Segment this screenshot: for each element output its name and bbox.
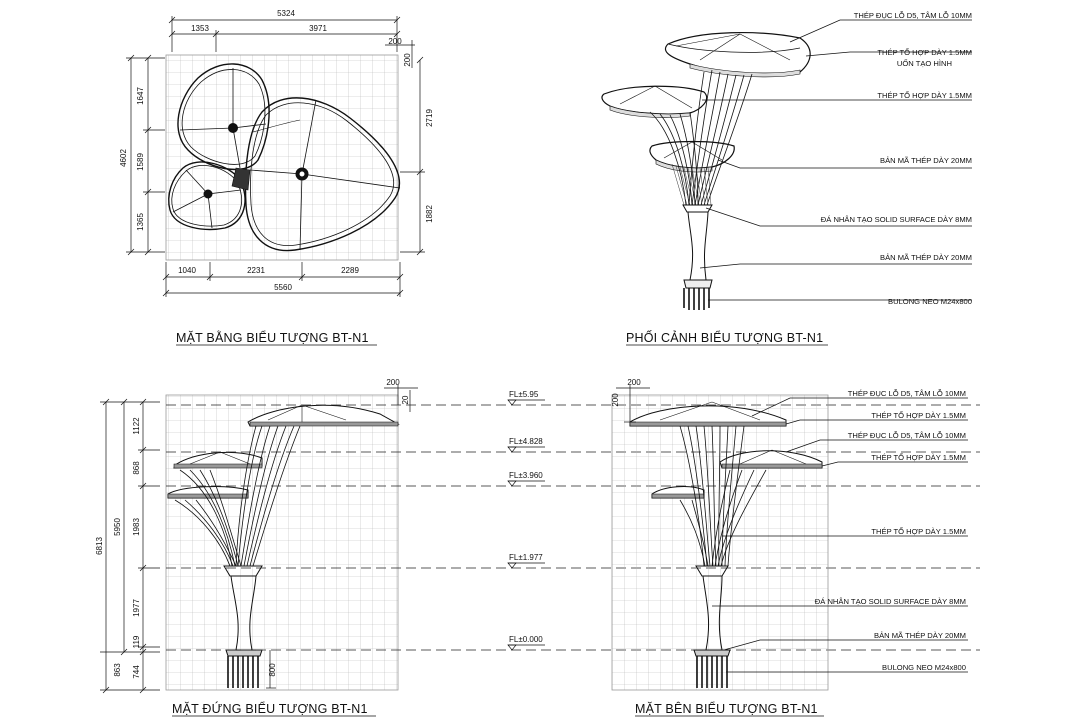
perspective-note-4: THÉP TỔ HỢP DÀY 1.5MM [877,91,972,100]
plan-view: 5324 1353 3971 200 200 4602 1647 1589 13… [119,9,434,346]
front-dim-d5: 119 [132,635,141,648]
perspective-note-5: BẢN MÃ THÉP DÀY 20MM [880,156,972,165]
plan-dim-left-a: 1647 [136,87,145,105]
front-bolts [227,656,259,688]
front-dim-top-20: 20 [401,395,410,404]
level-0-000: FL±0.000 [509,635,543,644]
side-title: MẶT BÊN BIỂU TƯỢNG BT-N1 [635,701,818,716]
side-note-5: THÉP TỔ HỢP DÀY 1.5MM [871,527,966,536]
plan-dim-top-small-h: 200 [388,37,402,46]
level-lines [166,404,980,651]
plan-dims-top [168,16,415,68]
level-3-960: FL±3.960 [509,471,543,480]
level-1-977: FL±1.977 [509,553,543,562]
perspective-view [601,19,972,310]
perspective-note-7: BẢN MÃ THÉP DÀY 20MM [880,253,972,262]
plan-petal-lower-left [168,161,246,231]
perspective-notes: THÉP ĐỤC LỖ D5, TÂM LỖ 10MM THÉP TỔ HỢP … [821,11,972,306]
plan-dim-left-total: 4602 [119,149,128,167]
plan-dim-top-b: 3971 [309,24,327,33]
plan-dim-bottom-a: 1040 [178,266,196,275]
perspective-note-1: THÉP ĐỤC LỖ D5, TÂM LỖ 10MM [854,11,972,20]
front-dim-d6: 863 [113,663,122,677]
front-grid [165,394,399,691]
plan-column-dot [228,123,238,133]
plan-petal-right [231,97,401,252]
level-markers [507,399,545,651]
front-title: MẶT ĐỨNG BIỂU TƯỢNG BT-N1 [172,701,368,716]
plan-dim-top-total: 5324 [277,9,295,18]
side-note-2: THÉP TỔ HỢP DÀY 1.5MM [871,411,966,420]
perspective-title: PHỐI CẢNH BIỂU TƯỢNG BT-N1 [626,330,823,345]
side-note-1: THÉP ĐỤC LỖ D5, TÂM LỖ 10MM [848,389,966,398]
side-note-3: THÉP ĐỤC LỖ D5, TÂM LỖ 10MM [848,431,966,440]
side-note-6: ĐÁ NHÂN TẠO SOLID SURFACE DÀY 8MM [815,597,966,606]
front-dim-outer-total: 6813 [95,537,104,555]
side-note-7: BẢN MÃ THÉP DÀY 20MM [874,631,966,640]
side-leaders [712,397,968,673]
plan-dims-bottom [162,262,404,297]
plan-dim-right-b: 1882 [425,205,434,223]
perspective-note-2: THÉP TỔ HỢP DÀY 1.5MM [877,48,972,57]
side-note-4: THÉP TỔ HỢP DÀY 1.5MM [871,453,966,462]
plan-dim-bottom-b: 2231 [247,266,265,275]
front-dim-d4: 1977 [132,599,141,617]
side-elevation: 200 200 THÉP ĐỤC LỖ D5, TÂM LỖ 10MM THÉP… [611,378,968,717]
plan-dim-top-a: 1353 [191,24,209,33]
plan-dims-right [400,56,425,256]
perspective-leaders [699,19,972,301]
front-dim-d2: 868 [132,461,141,475]
side-bolts [696,656,728,688]
front-dim-d3: 1983 [132,518,141,536]
side-dim-side-200: 200 [611,393,620,407]
front-dim-d1: 1122 [132,417,141,435]
plan-dim-left-c: 1365 [136,213,145,231]
front-dim-d7: 744 [132,665,141,679]
perspective-bolts [683,288,710,310]
plan-title: MẶT BẰNG BIỂU TƯỢNG BT-N1 [176,330,369,345]
plan-dim-top-small-v: 200 [403,53,412,67]
plan-dim-bottom-c: 2289 [341,266,359,275]
perspective-note-8: BULONG NEO M24x800 [888,297,972,306]
side-dim-top-200: 200 [627,378,641,387]
perspective-note-6: ĐÁ NHÂN TẠO SOLID SURFACE DÀY 8MM [821,215,972,224]
front-elevation: 6813 5950 1122 868 1983 1977 119 863 744… [95,378,418,717]
plan-dims-left [126,54,165,256]
plan-dim-right-a: 2719 [425,109,434,127]
plan-petal-upper-left [177,63,270,171]
plan-dim-left-b: 1589 [136,153,145,171]
level-4-828: FL±4.828 [509,437,543,446]
plan-dim-bottom-total: 5560 [274,283,292,292]
side-note-8: BULONG NEO M24x800 [882,663,966,672]
front-dims-left [100,398,160,694]
front-dim-bolt: 800 [268,663,277,677]
level-5-95: FL±5.95 [509,390,539,399]
perspective-note-3: UỐN TẠO HÌNH [897,58,952,68]
front-dim-inner-total: 5950 [113,518,122,536]
front-dim-top-200: 200 [386,378,400,387]
